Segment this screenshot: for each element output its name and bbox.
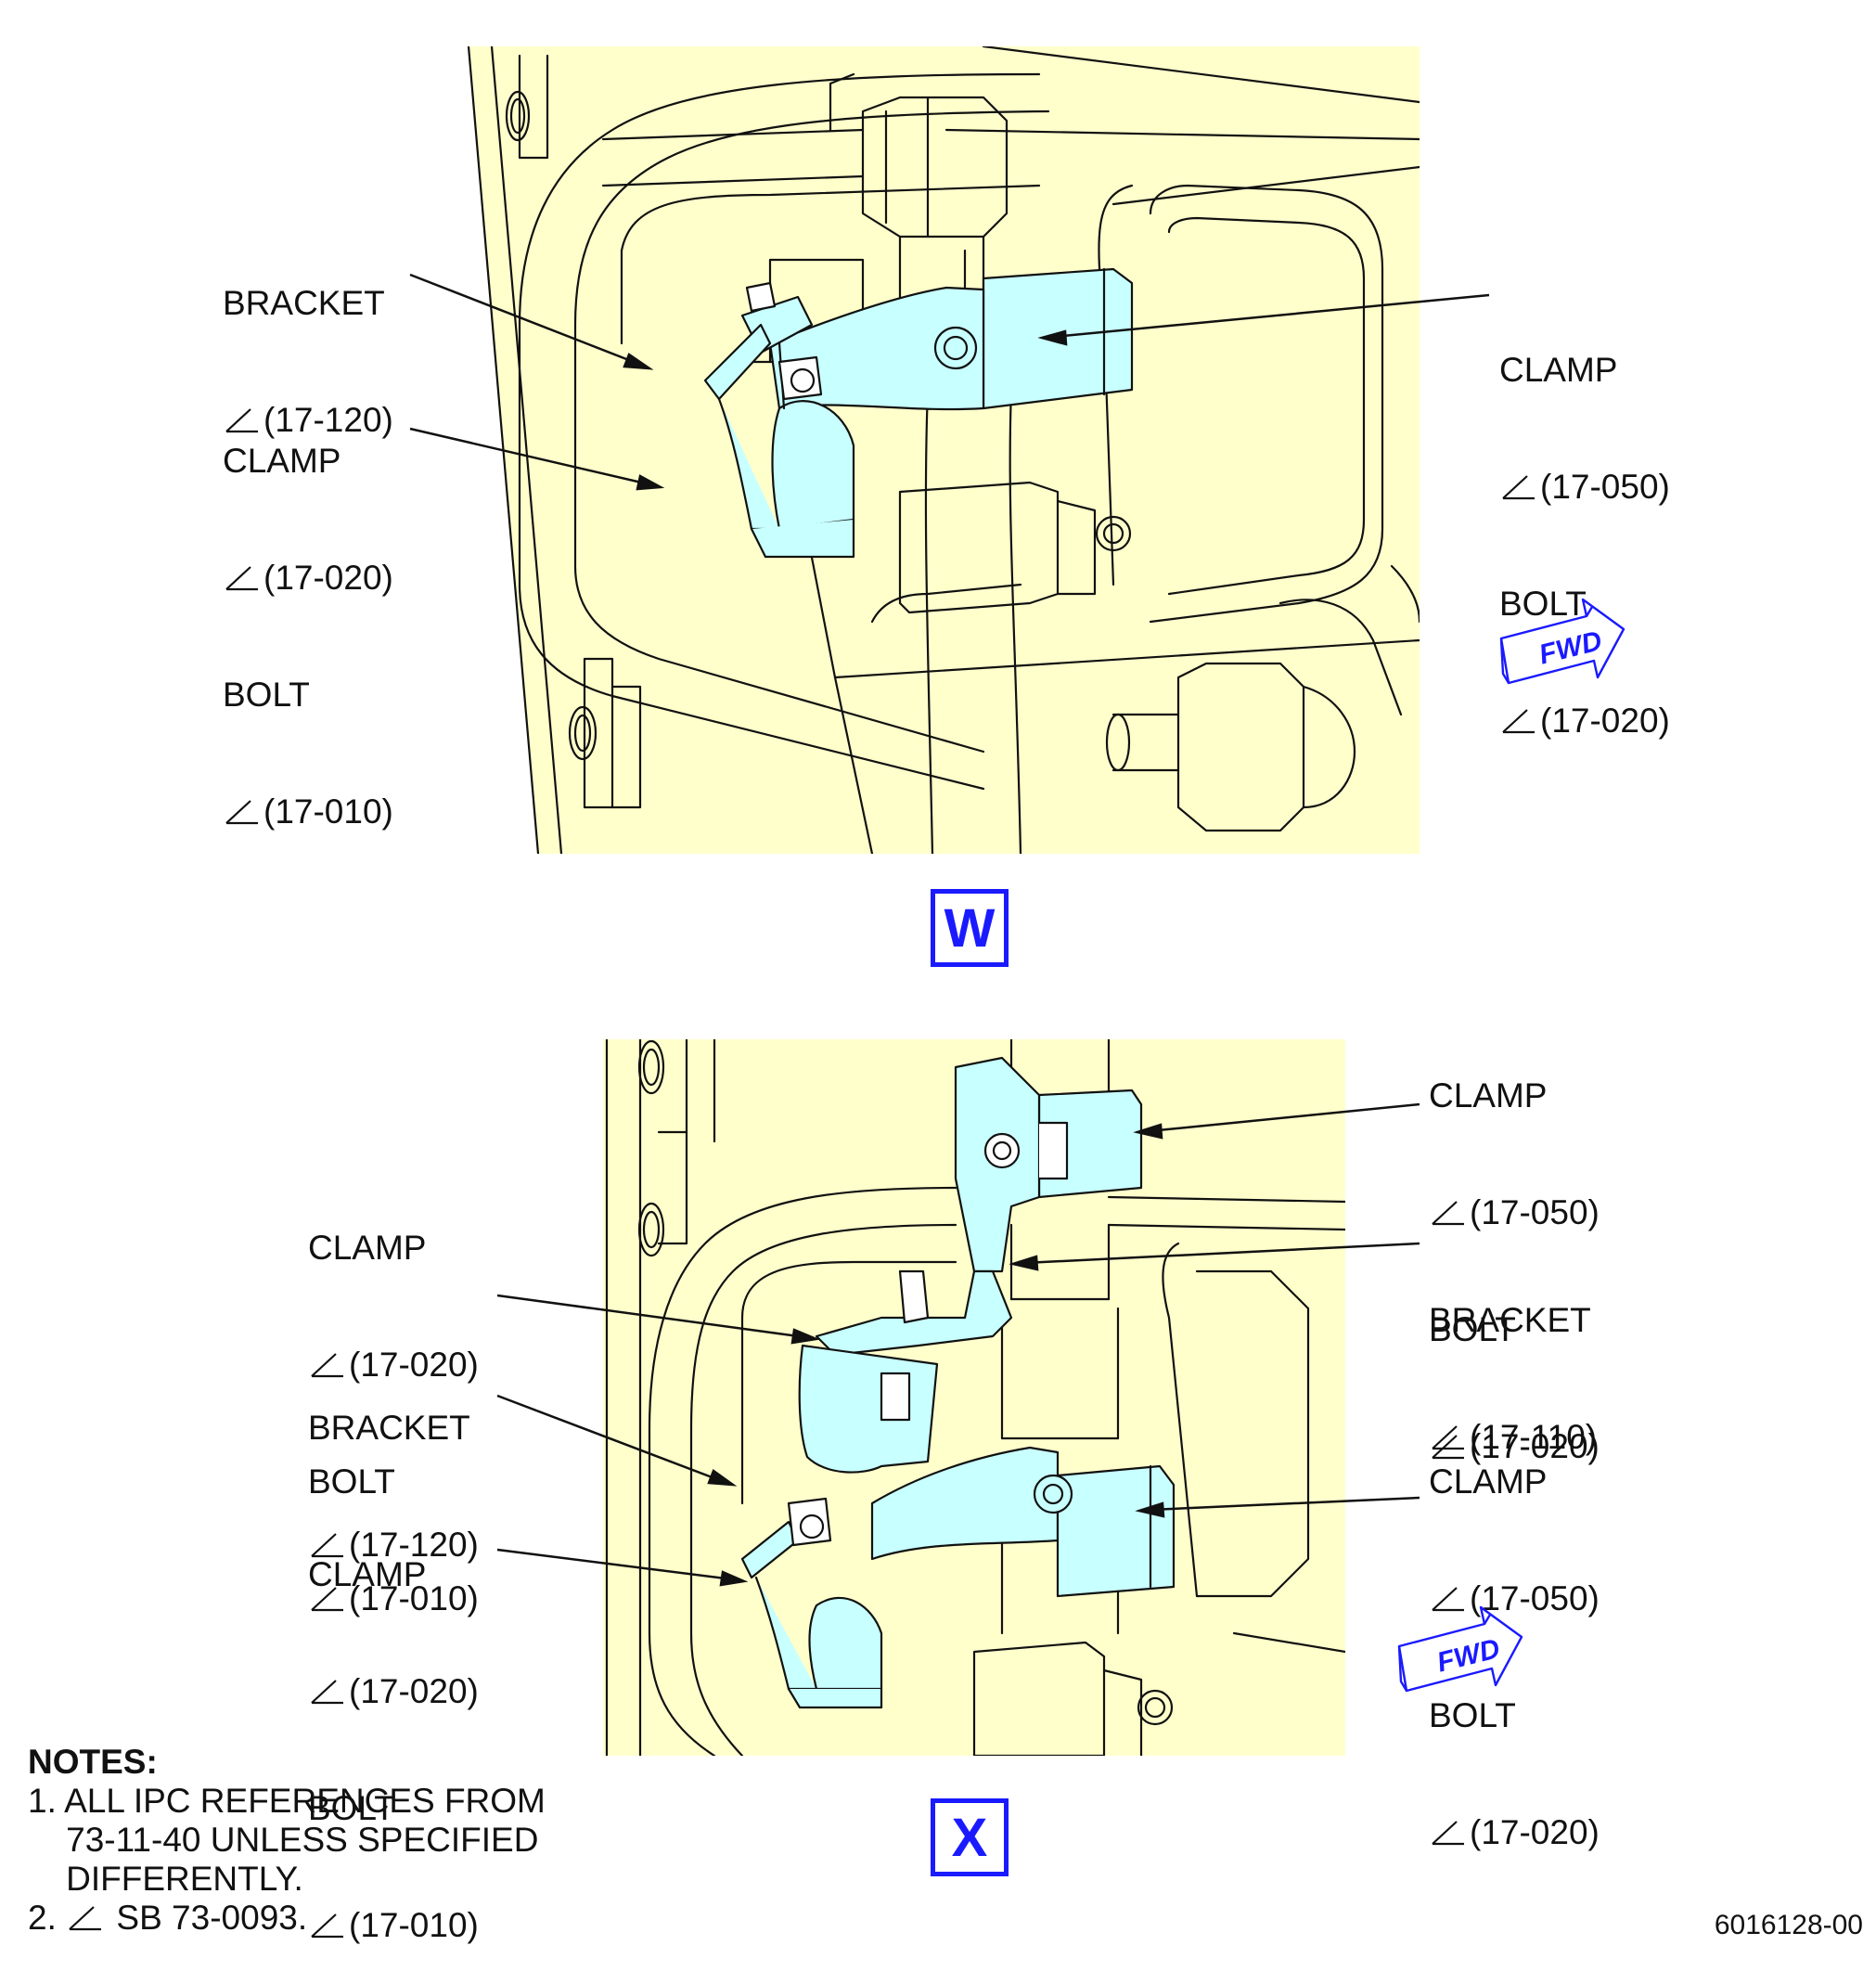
sb-delta-icon [311, 1353, 343, 1378]
view-x-callout-clamp-17-020-lower: CLAMP (17-020) BOLT (17-010) [308, 1555, 479, 1944]
sb-delta-icon [69, 1906, 102, 1931]
sb-delta-icon [1432, 1587, 1464, 1612]
view-w-callout-clamp-17-050: CLAMP (17-050) BOLT (17-020) [1499, 351, 1670, 740]
sb-delta-icon [311, 1680, 343, 1705]
view-x-callout-clamp-17-050-top: CLAMP (17-050) BOLT (17-020) [1429, 1076, 1600, 1465]
view-x-leaders [496, 1102, 1420, 1587]
sb-delta-icon [1502, 475, 1535, 500]
sb-delta-icon [225, 408, 258, 433]
view-w-drawing [467, 46, 1420, 854]
view-label-w: W [931, 889, 1009, 967]
sb-delta-icon [1502, 709, 1535, 734]
sb-delta-icon [1432, 1821, 1464, 1846]
view-x-callout-bracket-17-110: BRACKET (17-110) [1429, 1301, 1598, 1456]
notes-block: NOTES: 1. ALL IPC REFERENCES FROM 73-11-… [28, 1743, 546, 1938]
view-x-callout-bracket-17-120: BRACKET (17-120) [308, 1409, 479, 1564]
sb-delta-icon [1432, 1201, 1464, 1226]
fwd-arrow-icon: FWD [1499, 598, 1625, 685]
sb-delta-icon [1432, 1435, 1464, 1460]
note-1-line-3: DIFFERENTLY. [28, 1860, 303, 1898]
note-2: 2. SB 73-0093. [28, 1899, 308, 1937]
view-label-x: X [931, 1798, 1009, 1876]
view-x-callout-clamp-17-050-lower: CLAMP (17-050) BOLT (17-020) [1429, 1462, 1600, 1851]
sb-delta-icon [225, 566, 258, 591]
view-w-leaders [409, 273, 1490, 491]
view-w-callout-clamp-17-020: CLAMP (17-020) BOLT (17-010) [223, 442, 393, 831]
sb-delta-icon [225, 800, 258, 825]
view-w-callout-bracket-17-120: BRACKET (17-120) [223, 284, 393, 439]
notes-heading: NOTES: [28, 1743, 158, 1781]
sb-delta-icon [311, 1913, 343, 1939]
view-x-drawing [603, 1039, 1345, 1756]
view-x-callout-clamp-17-020-upper: CLAMP (17-020) BOLT (17-010) [308, 1229, 479, 1617]
note-1-line-1: 1. ALL IPC REFERENCES FROM [28, 1782, 546, 1820]
sb-delta-icon [311, 1533, 343, 1558]
sb-delta-icon [311, 1587, 343, 1612]
sb-delta-icon [1432, 1425, 1464, 1450]
note-1-line-2: 73-11-40 UNLESS SPECIFIED [28, 1821, 539, 1859]
drawing-number: 6016128-00 [1714, 1910, 1863, 1940]
fwd-arrow-icon: FWD [1397, 1605, 1523, 1693]
